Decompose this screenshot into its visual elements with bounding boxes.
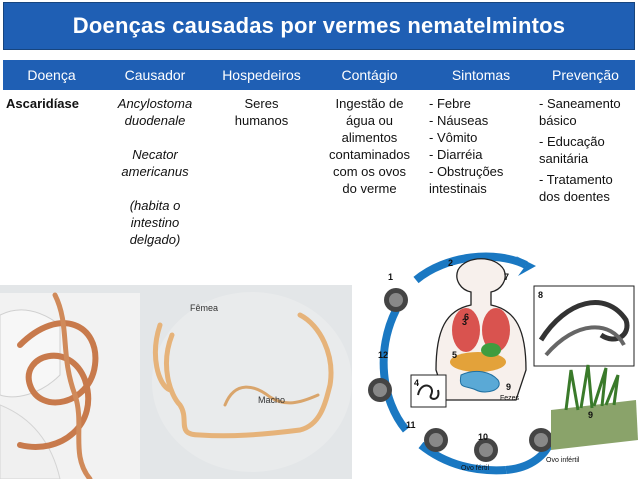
sintomas-line: - Obstruções: [429, 164, 504, 179]
life-cycle-graphic: 1 2 3 4 5 6 7 8 9 9 10 11 12 Fezes Ovo f…: [368, 252, 638, 475]
cell-doenca: Ascaridíase: [3, 92, 100, 272]
hospedeiros-line: humanos: [234, 113, 289, 128]
step-number: 5: [452, 350, 457, 360]
header-doenca: Doença: [27, 67, 76, 83]
causador-line: duodenale: [124, 113, 186, 128]
step-number: 4: [414, 378, 419, 388]
step-number: 8: [538, 290, 543, 300]
table-row: Ascaridíase Ancylostoma duodenale Necato…: [3, 92, 635, 272]
cell-sintomas: - Febre - Náuseas - Vômito - Diarréia - …: [426, 92, 536, 272]
slide-title: Doenças causadas por vermes nematelminto…: [72, 13, 566, 38]
label-ovo-fertil: Ovo fértil: [461, 465, 489, 472]
prevencao-line: - Educação: [539, 134, 605, 149]
step-number: 7: [504, 272, 509, 282]
step-number: 12: [378, 350, 388, 360]
step-number: 6: [464, 312, 469, 322]
sintomas-line: intestinais: [429, 181, 487, 196]
step-number: 1: [388, 272, 393, 282]
label-macho: Macho: [258, 395, 286, 405]
disease-name: Ascaridíase: [6, 96, 79, 111]
cell-prevencao: - Saneamento básico - Educação sanitária…: [536, 92, 635, 272]
causador-line: Ancylostoma: [117, 96, 193, 111]
hospedeiros-line: Seres: [244, 96, 279, 111]
prevencao-line: sanitária: [539, 151, 589, 166]
worms-photo-graphic: [0, 285, 352, 479]
table-header-row: Doença Causador Hospedeiros Contágio Sin…: [3, 60, 635, 90]
worms-photo: Fêmea Macho: [0, 285, 352, 479]
contagio-line: alimentos: [341, 130, 398, 145]
causador-line: Necator: [132, 147, 178, 162]
causador-line: intestino: [130, 215, 180, 230]
header-prevencao: Prevenção: [552, 67, 619, 83]
causador-line: americanus: [121, 164, 189, 179]
step-number: 10: [478, 432, 488, 442]
sintomas-line: - Febre: [429, 96, 471, 111]
causador-line: (habita o: [129, 198, 181, 213]
step-number: 3: [462, 317, 467, 327]
step-number: 9: [588, 410, 593, 420]
life-cycle-diagram: 1 2 3 4 5 6 7 8 9 9 10 11 12 Fezes Ovo f…: [366, 250, 638, 479]
sintomas-line: - Vômito: [429, 130, 478, 145]
prevencao-line: básico: [539, 113, 577, 128]
prevencao-line: - Tratamento: [539, 172, 613, 187]
header-causador: Causador: [124, 67, 186, 83]
label-femea: Fêmea: [190, 303, 219, 313]
causador-line: delgado): [129, 232, 181, 247]
header-hospedeiros: Hospedeiros: [222, 67, 301, 83]
sintomas-line: - Náuseas: [429, 113, 489, 128]
contagio-line: contaminados: [329, 147, 410, 162]
contagio-line: Ingestão de: [335, 96, 404, 111]
label-ovo-infertil: Ovo infértil: [546, 457, 580, 464]
step-number: 2: [448, 258, 453, 268]
sintomas-line: - Diarréia: [429, 147, 483, 162]
header-contagio: Contágio: [341, 67, 398, 83]
contagio-line: água ou: [346, 113, 393, 128]
contagio-line: do verme: [342, 181, 397, 196]
step-number: 11: [406, 420, 416, 430]
step-number: 9: [506, 382, 511, 392]
cell-causador: Ancylostoma duodenale Necator americanus…: [100, 92, 210, 272]
label-fezes: Fezes: [500, 395, 520, 402]
contagio-line: com os ovos: [333, 164, 406, 179]
cell-hospedeiros: Seres humanos: [210, 92, 313, 272]
prevencao-line: dos doentes: [539, 189, 610, 204]
cell-contagio: Ingestão de água ou alimentos contaminad…: [313, 92, 426, 272]
slide-title-bar: Doenças causadas por vermes nematelminto…: [3, 2, 635, 50]
prevencao-line: - Saneamento: [539, 96, 621, 111]
header-sintomas: Sintomas: [451, 67, 511, 83]
